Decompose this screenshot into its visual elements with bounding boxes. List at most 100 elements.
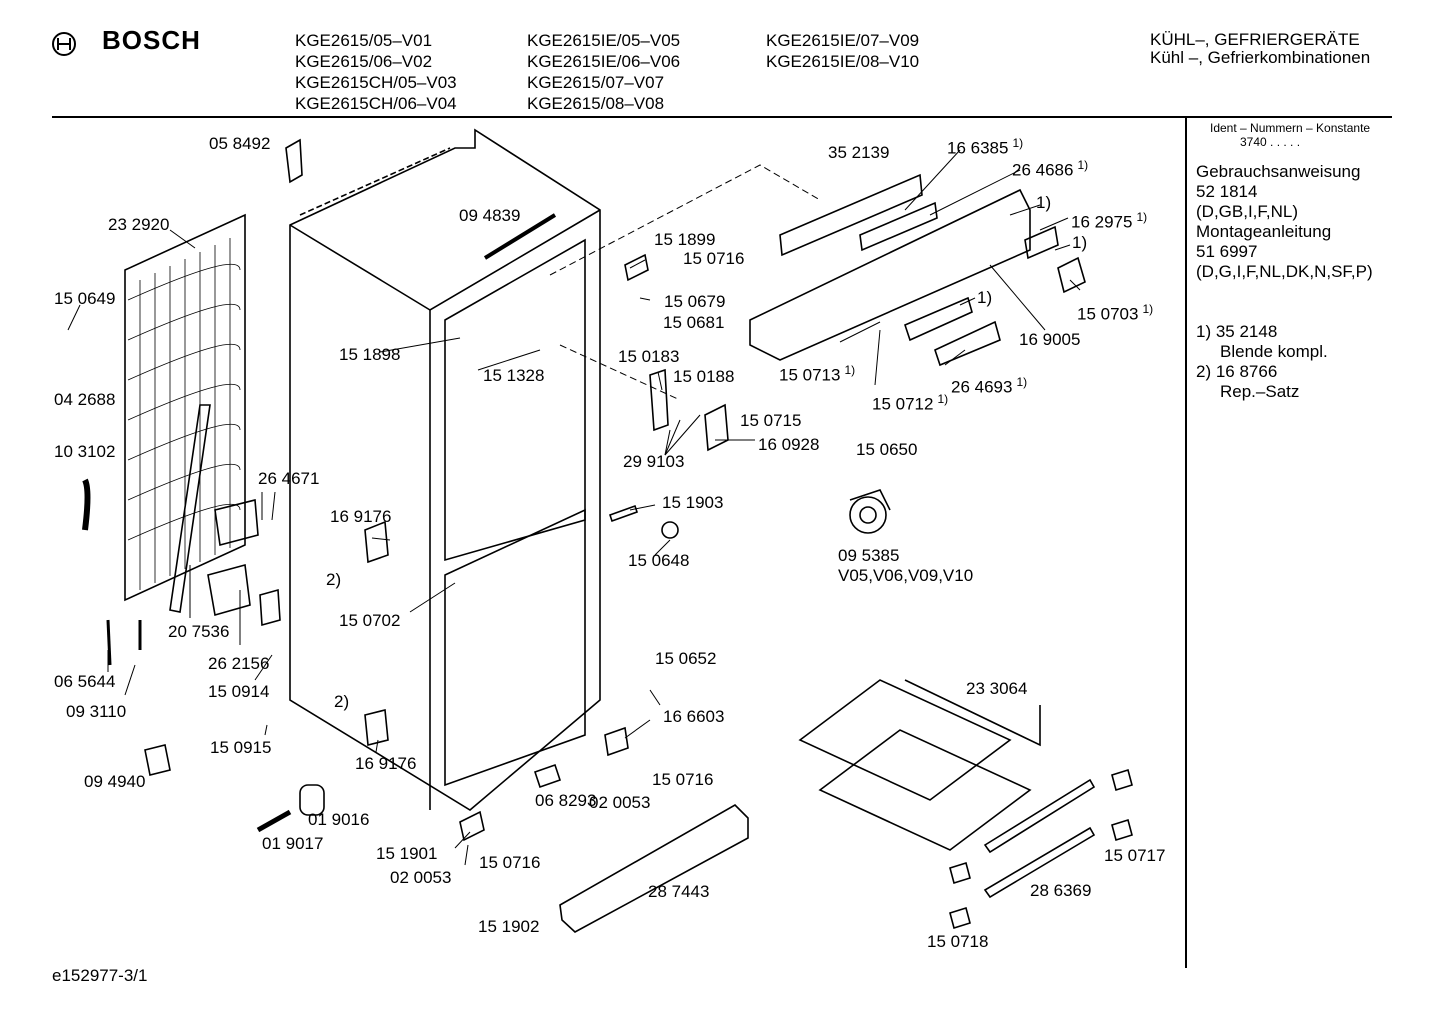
- part-label-p53: 16 9005: [1019, 330, 1080, 350]
- part-number: 26 4693: [951, 377, 1013, 397]
- part-number: 15 0914: [208, 682, 270, 701]
- part-number: 09 4839: [459, 206, 521, 225]
- part-label-p09: 15 0914: [208, 682, 269, 702]
- part-number: 06 5644: [54, 672, 116, 691]
- part-label-p30: 15 0716: [652, 770, 713, 790]
- part-label-p41: 29 9103: [623, 452, 684, 472]
- part-label-p14: 01 9016: [308, 810, 369, 830]
- part-label-p12: 15 0915: [210, 738, 271, 758]
- plinth-drawing: [559, 804, 749, 933]
- part-number: V05,V06,V09,V10: [838, 566, 974, 585]
- part-label-p11: 09 3110: [66, 702, 126, 722]
- part-label-p17: 15 1898: [339, 345, 400, 365]
- part-number: 15 0716: [479, 853, 541, 872]
- part-number: 1): [1072, 233, 1088, 252]
- doc-line-4: Montageanleitung: [1196, 222, 1332, 241]
- part-label-p01: 05 8492: [209, 134, 270, 154]
- part-label-p21: 15 0702: [339, 611, 400, 631]
- part-label-p37: 15 0681: [663, 313, 724, 333]
- part-label-p13: 09 4940: [84, 772, 145, 792]
- part-label-p23: 16 9176: [355, 754, 416, 774]
- part-label-p10: 06 5644: [54, 672, 115, 692]
- part-number: 15 0703: [1077, 304, 1139, 324]
- doc-line-2: 52 1814: [1196, 182, 1258, 201]
- part-label-p16: 09 4839: [459, 206, 520, 226]
- part-label-p62: 28 6369: [1030, 881, 1091, 901]
- model-2: KGE2615/06–V02: [295, 52, 433, 71]
- part-number: 15 1902: [478, 917, 540, 936]
- part-label-p15: 01 9017: [262, 834, 323, 854]
- part-number: 15 0712: [872, 394, 934, 414]
- part-number: 09 4940: [84, 772, 146, 791]
- part-number: 15 1903: [662, 493, 724, 512]
- part-label-p18: 15 1328: [483, 366, 544, 386]
- part-label-p35: 15 0716: [683, 249, 744, 269]
- part-number: 15 0716: [683, 249, 745, 268]
- model-6: KGE2615IE/06–V06: [527, 52, 681, 71]
- part-number: 01 9017: [262, 834, 324, 853]
- part-label-p42: 16 0928: [758, 435, 819, 455]
- part-number: 16 6603: [663, 707, 725, 726]
- note-line-2: Blende kompl.: [1220, 342, 1328, 361]
- part-label-p06: 26 4671: [258, 469, 319, 489]
- part-label-p60: 23 3064: [966, 679, 1027, 699]
- part-label-p34: 15 1899: [654, 230, 715, 250]
- ident-label: Ident – Nummern – Konstante: [1210, 121, 1371, 135]
- part-number: 02 0053: [390, 868, 452, 887]
- part-label-p26: 15 0716: [479, 853, 540, 873]
- part-number: 28 6369: [1030, 881, 1092, 900]
- part-label-p45: 35 2139: [828, 143, 889, 163]
- part-label-p07: 20 7536: [168, 622, 229, 642]
- model-8: KGE2615/08–V08: [527, 94, 665, 113]
- part-number: 15 0702: [339, 611, 401, 630]
- part-label-p58: 09 5385: [838, 546, 899, 566]
- control-panel-drawing: [749, 173, 1086, 367]
- part-label-p19: 16 9176: [330, 507, 391, 527]
- part-number: 15 0648: [628, 551, 690, 570]
- doc-line-5: 51 6997: [1196, 242, 1258, 261]
- part-number: 15 0717: [1104, 846, 1166, 865]
- part-number: 15 1899: [654, 230, 716, 249]
- part-footnote-marker: 1): [1142, 302, 1154, 316]
- part-number: 04 2688: [54, 390, 116, 409]
- part-footnote-marker: 1): [1077, 158, 1089, 172]
- part-label-p33: 28 7443: [648, 882, 709, 902]
- part-number: 09 3110: [66, 702, 127, 721]
- part-label-p25: 02 0053: [390, 868, 451, 888]
- part-number: 15 0650: [856, 440, 918, 459]
- part-number: 15 1328: [483, 366, 545, 385]
- part-number: 2): [334, 692, 350, 711]
- part-number: 28 7443: [648, 882, 710, 901]
- brand-name: BOSCH: [102, 25, 201, 55]
- part-footnote-marker: 1): [937, 392, 949, 406]
- part-label-p63: 15 0718: [927, 932, 988, 952]
- part-number: 16 9176: [355, 754, 417, 773]
- note-line-1: 1) 35 2148: [1196, 322, 1278, 341]
- part-label-p61: 15 0717: [1104, 846, 1165, 866]
- part-label-p08: 26 2156: [208, 654, 269, 674]
- part-label-p57: 15 0650: [856, 440, 917, 460]
- part-label-p36: 15 0679: [664, 292, 725, 312]
- part-number: 15 0713: [779, 365, 841, 385]
- part-number: 15 0649: [54, 289, 116, 308]
- model-10: KGE2615IE/08–V10: [766, 52, 920, 71]
- part-footnote-marker: 1): [844, 363, 856, 377]
- doc-line-1: Gebrauchsanweisung: [1196, 162, 1361, 181]
- part-label-p05: 10 3102: [54, 442, 115, 462]
- part-footnote-marker: 1): [1136, 210, 1148, 224]
- part-number: 06 8293: [535, 791, 597, 810]
- part-label-p24: 15 1901: [376, 844, 437, 864]
- model-7: KGE2615/07–V07: [527, 73, 665, 92]
- part-label-p29: 02 0053: [589, 793, 650, 813]
- part-number: 10 3102: [54, 442, 116, 461]
- part-number: 01 9016: [308, 810, 370, 829]
- part-number: 15 0716: [652, 770, 714, 789]
- part-label-p02: 23 2920: [108, 215, 169, 235]
- part-number: 2): [326, 570, 342, 589]
